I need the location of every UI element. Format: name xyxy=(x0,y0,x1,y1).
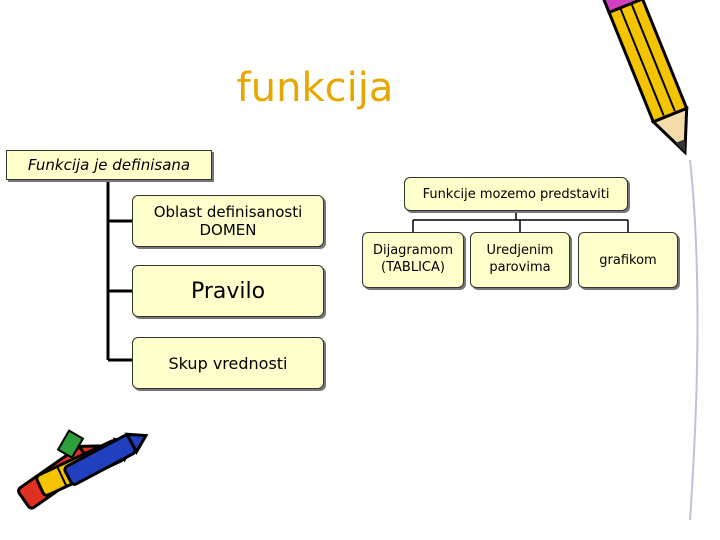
diagram-label-line2: (TABLICA) xyxy=(381,260,445,275)
range-box: Skup vrednosti xyxy=(132,337,324,389)
diagram-label-line1: Dijagramom xyxy=(372,243,454,259)
definition-root-box: Funkcija je definisana xyxy=(6,150,212,180)
definition-root-label: Funkcija je definisana xyxy=(27,156,191,174)
rule-box: Pravilo xyxy=(132,265,324,317)
ordered-pairs-box: Uredjenim parovima xyxy=(470,232,570,288)
pairs-label-line2: parovima xyxy=(489,260,551,275)
domain-box: Oblast definisanosti DOMEN xyxy=(132,195,324,247)
graph-label: grafikom xyxy=(599,252,657,268)
representation-root-box: Funkcije mozemo predstaviti xyxy=(404,177,628,211)
graph-box: grafikom xyxy=(578,232,678,288)
domain-label-line1: Oblast definisanosti xyxy=(153,203,303,221)
range-label: Skup vrednosti xyxy=(168,353,288,373)
pairs-label-line1: Uredjenim xyxy=(486,243,554,259)
representation-root-label: Funkcije mozemo predstaviti xyxy=(422,186,610,202)
domain-label-line2: DOMEN xyxy=(199,221,257,239)
page-title: funkcija xyxy=(236,65,394,111)
rule-label: Pravilo xyxy=(190,278,266,304)
diagram-box: Dijagramom (TABLICA) xyxy=(362,232,464,288)
